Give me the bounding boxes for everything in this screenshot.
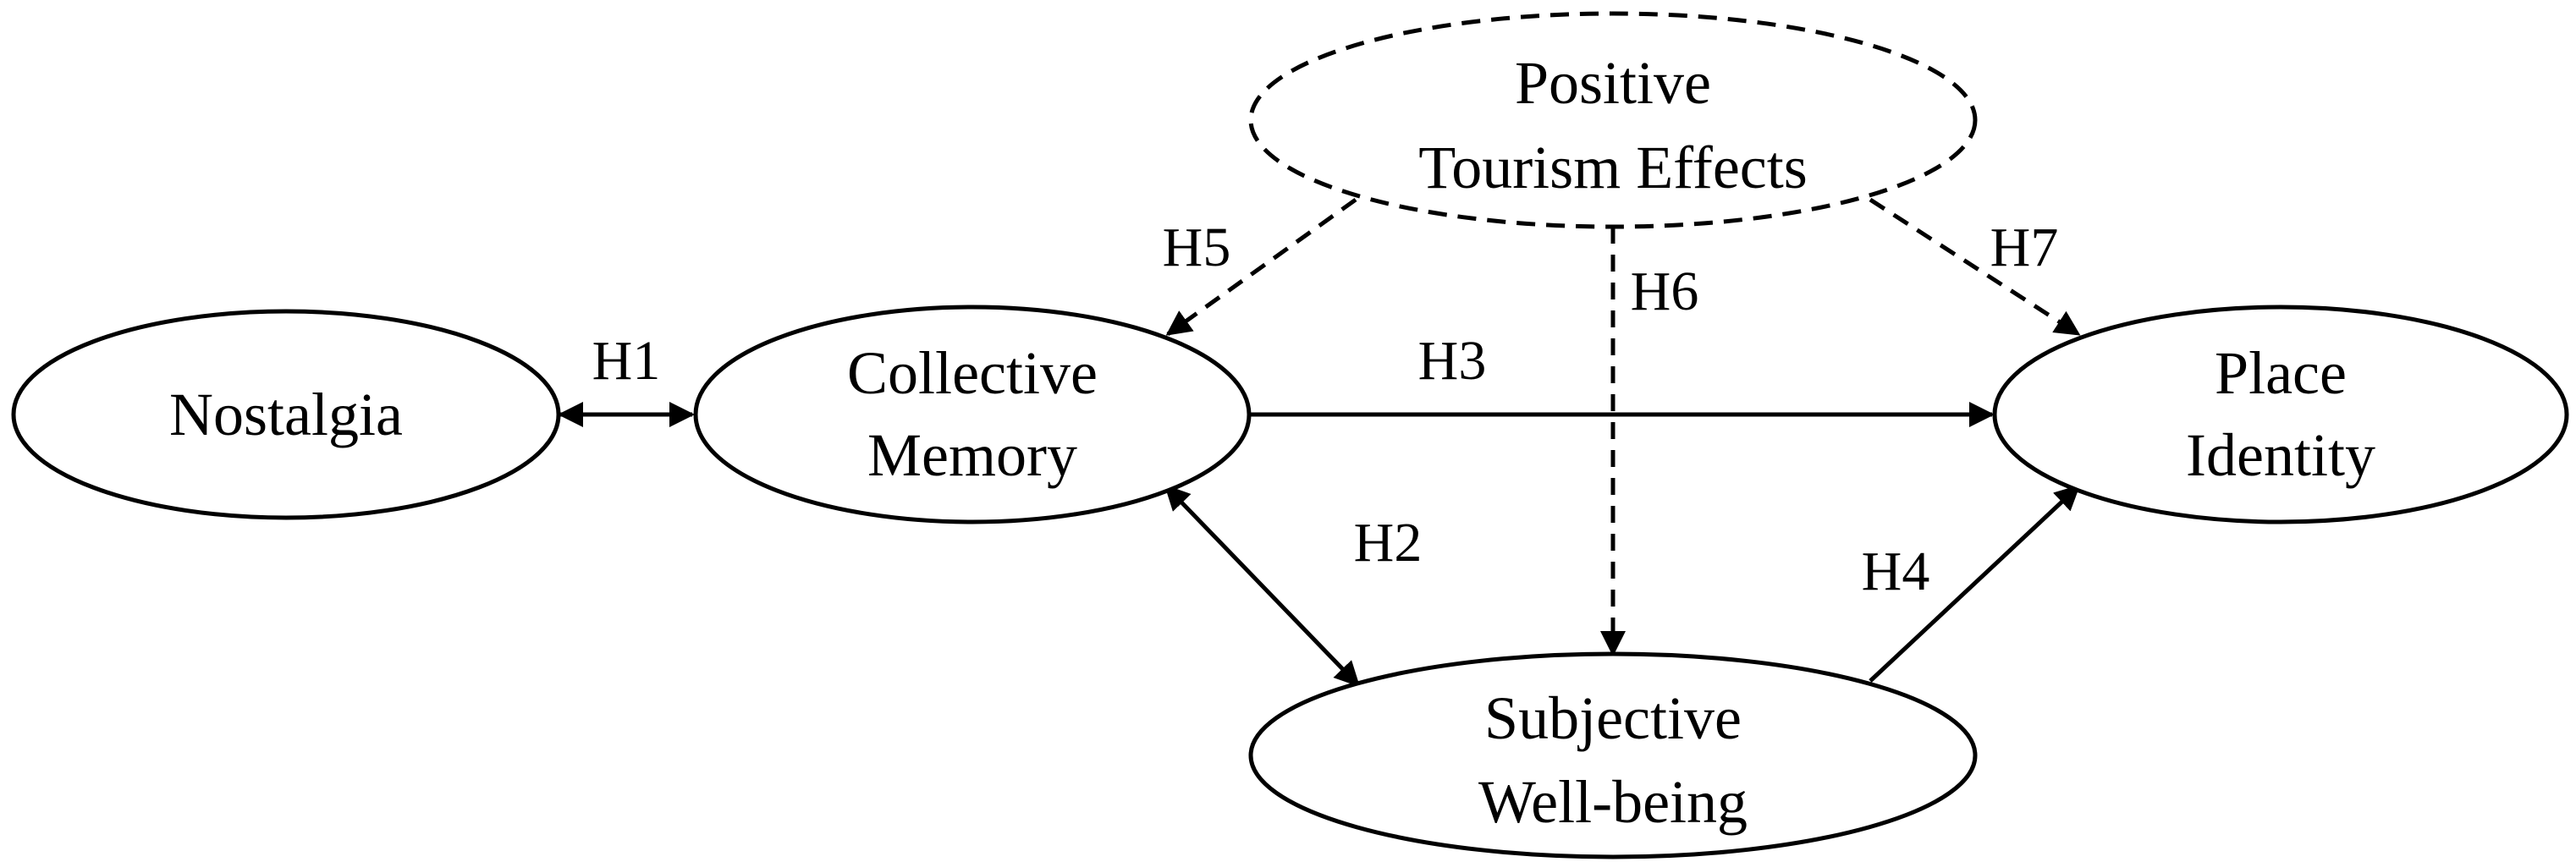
edge-h1-label: H1: [592, 330, 661, 392]
node-positive-tourism-effects-line-1: Positive: [1515, 49, 1711, 117]
node-subjective-wellbeing-line-1: Subjective: [1484, 684, 1742, 752]
node-collective-memory: Collective Memory: [693, 305, 1252, 524]
node-positive-tourism-effects-shape: [1248, 11, 1978, 229]
edge-h5-label: H5: [1163, 217, 1231, 278]
edge-h2-label: H2: [1354, 512, 1423, 574]
node-collective-memory-line-2: Memory: [867, 421, 1077, 489]
edge-h6-label: H6: [1631, 261, 1699, 322]
edge-h3-label: H3: [1418, 330, 1487, 392]
node-positive-tourism-effects: Positive Tourism Effects: [1248, 11, 1978, 229]
node-place-identity: Place Identity: [1992, 305, 2569, 524]
edge-h2-arrow: [1164, 484, 1361, 688]
node-place-identity-line-1: Place: [2215, 339, 2347, 407]
node-place-identity-shape: [1992, 305, 2569, 524]
edge-h7-label: H7: [1990, 217, 2059, 278]
node-place-identity-line-2: Identity: [2186, 421, 2375, 489]
node-subjective-wellbeing-shape: [1248, 651, 1978, 859]
node-nostalgia: Nostalgia: [11, 309, 561, 520]
node-subjective-wellbeing-line-2: Well-being: [1478, 768, 1748, 836]
edge-h4-arrow: [1869, 484, 2081, 683]
edge-h7-arrow: [1869, 197, 2081, 337]
node-collective-memory-line-1: Collective: [847, 339, 1098, 407]
node-subjective-wellbeing: Subjective Well-being: [1248, 651, 1978, 859]
node-nostalgia-label: Nostalgia: [169, 381, 403, 448]
edge-h5-arrow: [1165, 197, 1357, 337]
node-positive-tourism-effects-line-2: Tourism Effects: [1418, 134, 1808, 201]
node-collective-memory-shape: [693, 305, 1252, 524]
edge-h4-label: H4: [1862, 541, 1930, 602]
node-nostalgia-shape: [11, 309, 561, 520]
